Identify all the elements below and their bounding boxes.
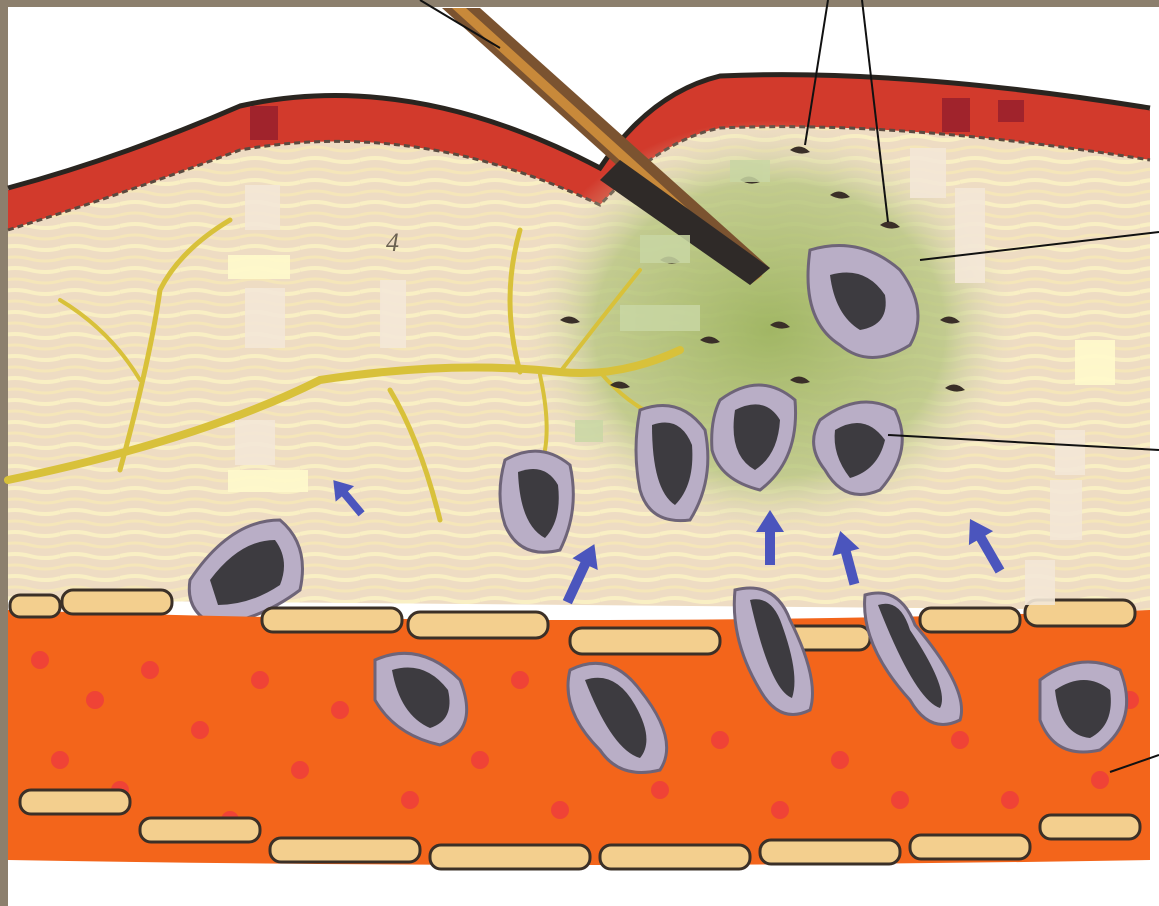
red-blood-cell-icon [831,751,849,769]
leukocyte-icon [500,451,573,552]
epidermis-spot [250,106,278,140]
red-blood-cell-icon [141,661,159,679]
red-blood-cell-icon [1001,791,1019,809]
red-blood-cell-icon [1091,771,1109,789]
red-blood-cell-icon [711,731,729,749]
red-blood-cell-icon [251,671,269,689]
red-blood-cell-icon [401,791,419,809]
red-blood-cell-icon [771,801,789,819]
leukocyte-icon [636,406,708,521]
red-blood-cell-icon [951,731,969,749]
red-blood-cell-icon [551,801,569,819]
blood-vessel [8,588,1150,869]
diagram-number-label: 4 [386,228,410,258]
red-blood-cell-icon [191,721,209,739]
red-blood-cell-icon [331,701,349,719]
red-blood-cell-icon [651,781,669,799]
red-blood-cell-icon [511,671,529,689]
leukocyte-icon [1040,662,1127,752]
red-blood-cell-icon [471,751,489,769]
red-blood-cell-icon [291,761,309,779]
red-blood-cell-icon [31,651,49,669]
red-blood-cell-icon [51,751,69,769]
red-blood-cell-icon [86,691,104,709]
epidermis-spot [998,100,1024,122]
red-blood-cell-icon [891,791,909,809]
epidermis-spot [942,98,970,132]
